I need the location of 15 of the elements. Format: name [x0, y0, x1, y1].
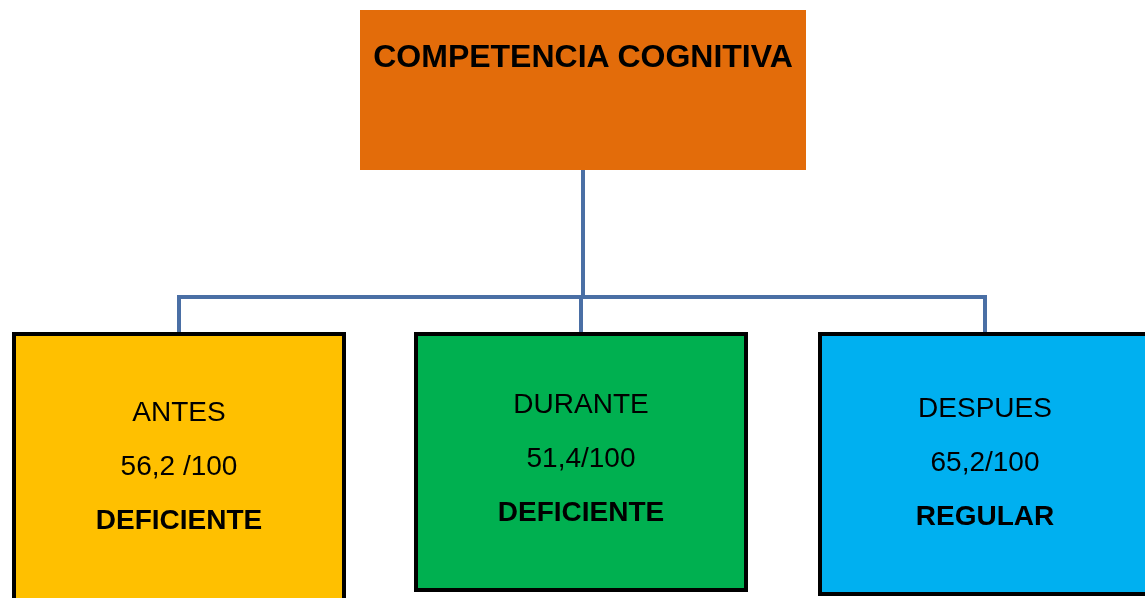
rating-label: DEFICIENTE [95, 504, 263, 536]
rating-label: DEFICIENTE [497, 496, 665, 528]
box-title: COMPETENCIA COGNITIVA [373, 38, 793, 75]
score-text: 65,2/100 [930, 446, 1040, 478]
category-box [360, 10, 806, 170]
box-title: DURANTE [513, 388, 649, 420]
category-box [12, 332, 346, 598]
score-text: 56,2 /100 [120, 450, 238, 482]
connector-line [581, 170, 987, 332]
category-box [414, 332, 748, 592]
rating-label: REGULAR [915, 500, 1055, 532]
category-box [818, 332, 1145, 596]
box-title: DESPUES [918, 392, 1052, 424]
score-text: 51,4/100 [526, 442, 636, 474]
box-title: ANTES [132, 396, 226, 428]
